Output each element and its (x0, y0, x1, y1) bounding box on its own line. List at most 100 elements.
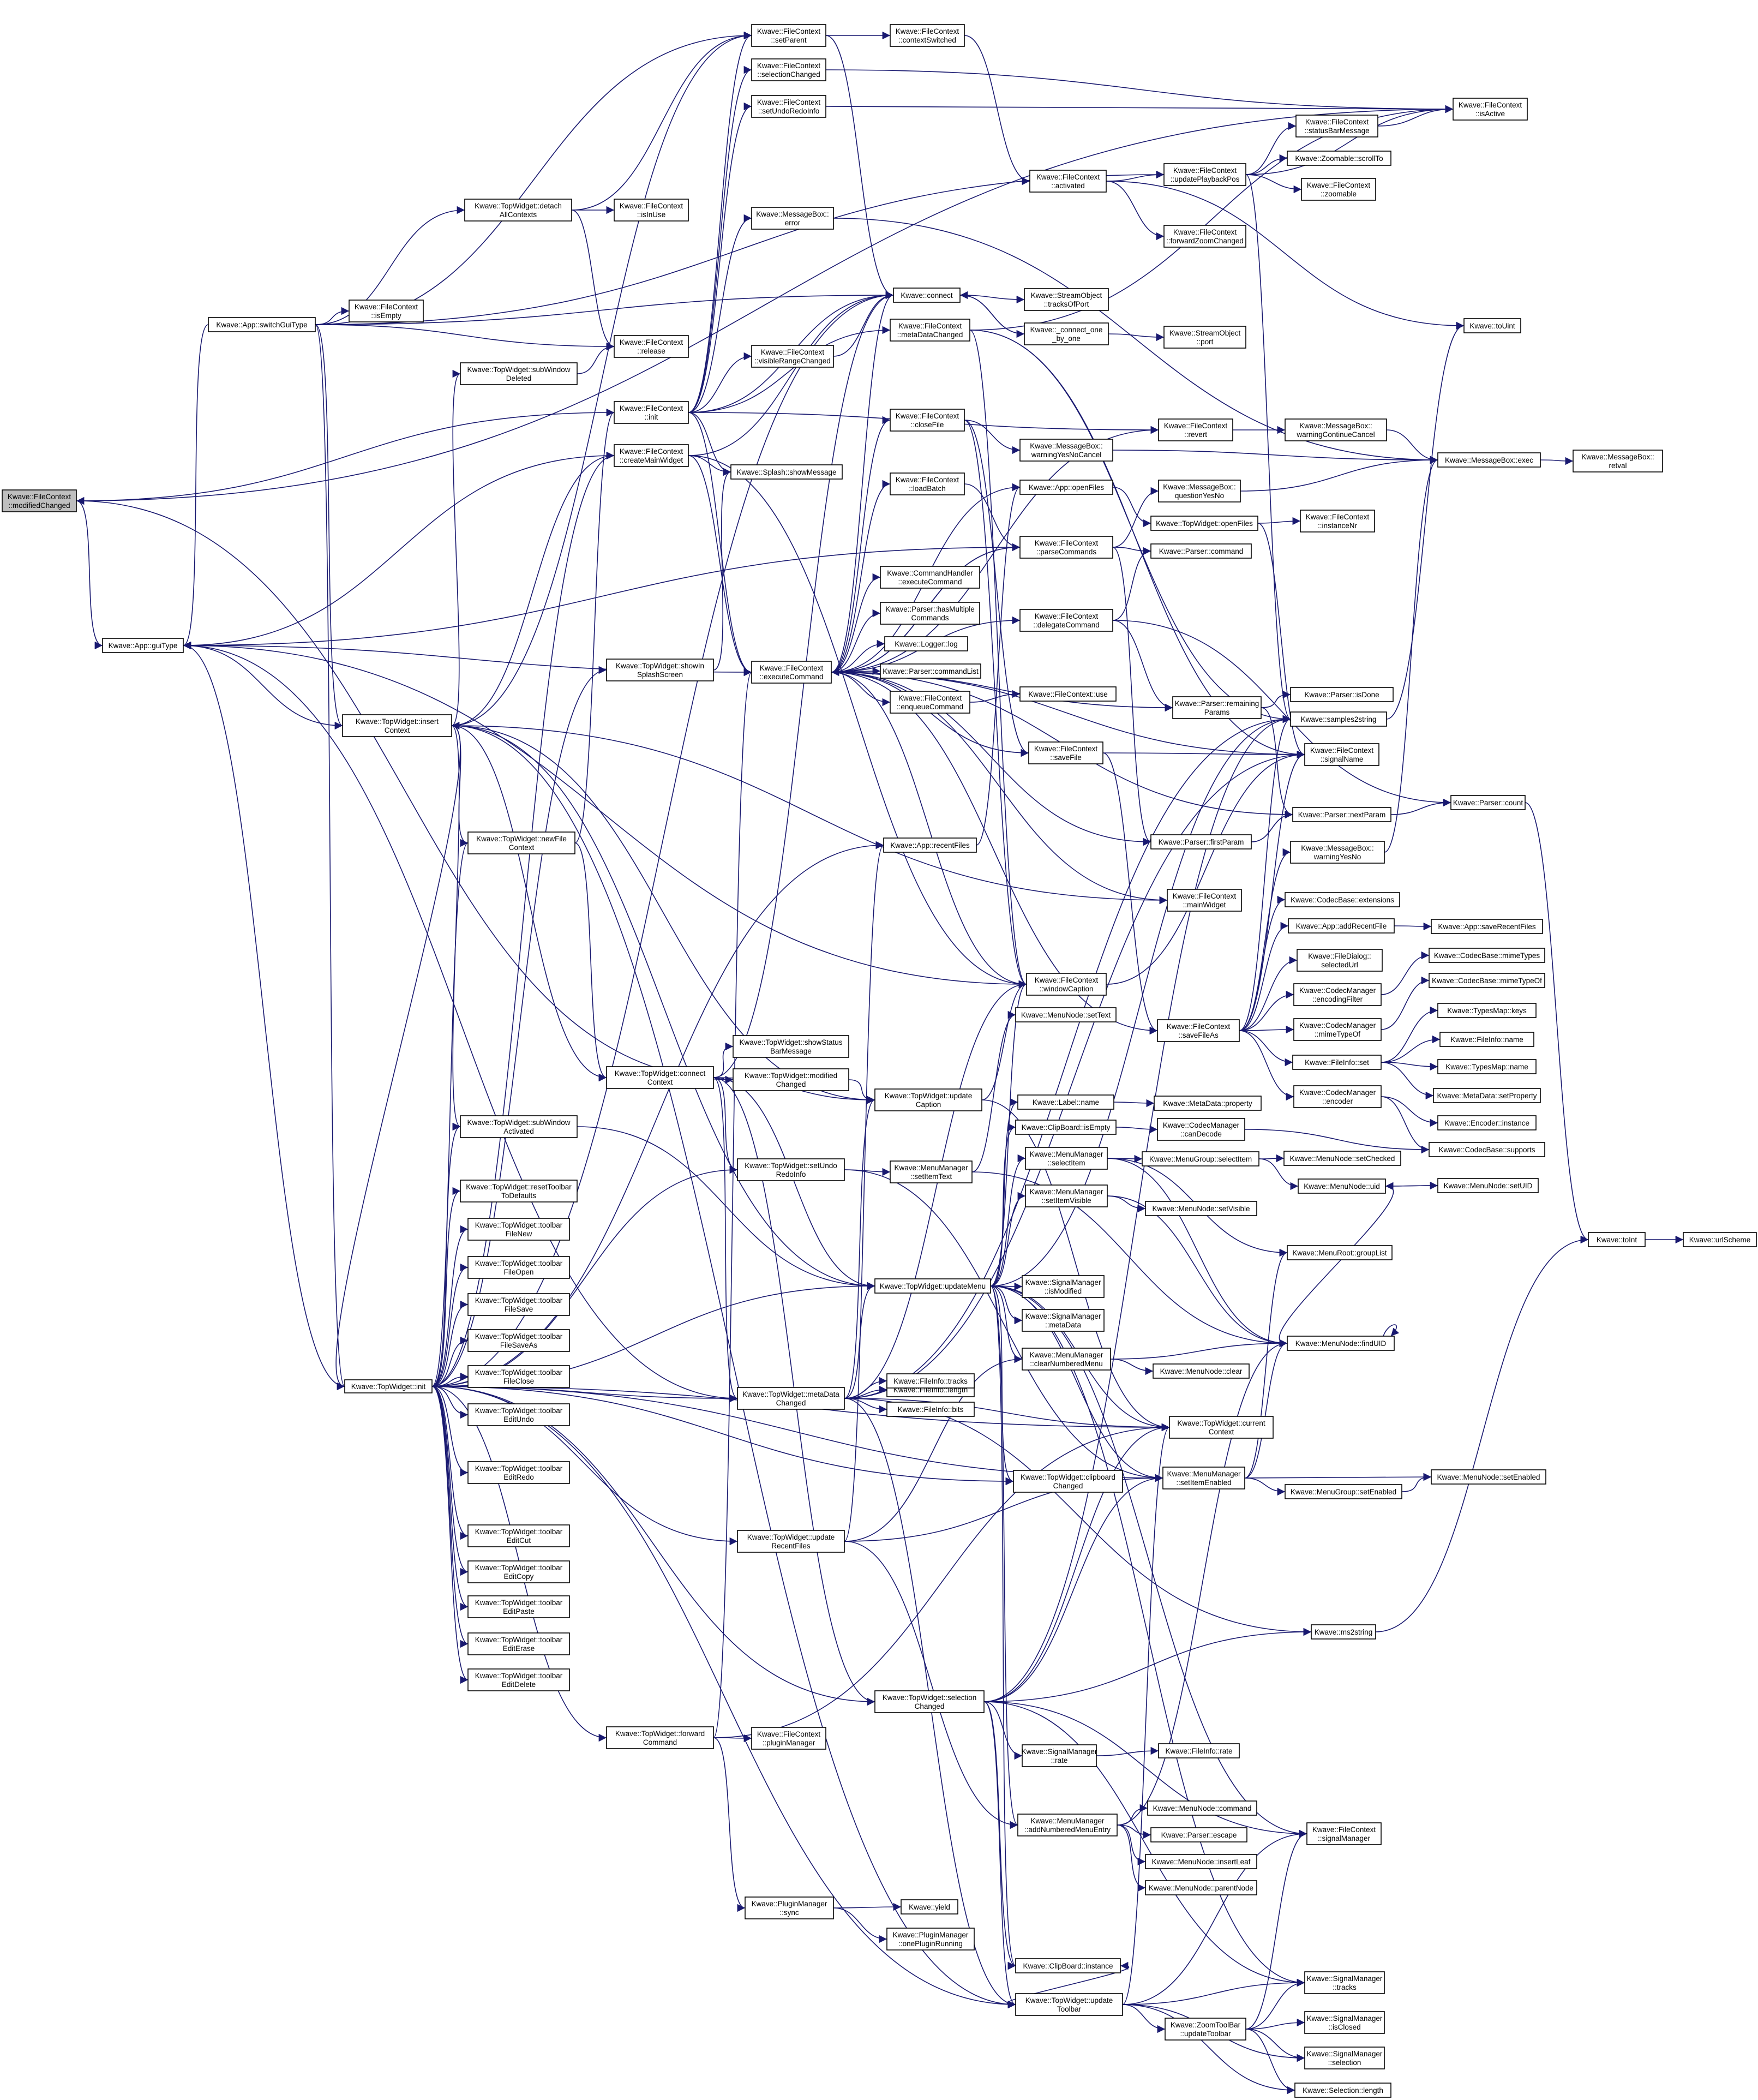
node-so-tracks-of-port[interactable]: Kwave::StreamObject::tracksOfPort (1024, 288, 1109, 311)
node-menunode-clear[interactable]: Kwave::MenuNode::clear (1153, 1363, 1250, 1379)
node-parser-command[interactable]: Kwave::Parser::command (1150, 543, 1252, 559)
node-menunode-set-checked[interactable]: Kwave::MenuNode::setChecked (1283, 1151, 1401, 1166)
node-tw-modified-changed[interactable]: Kwave::TopWidget::modifiedChanged (733, 1068, 849, 1091)
node-fc-modified-changed[interactable]: Kwave::FileContext::modifiedChanged (2, 489, 77, 512)
node-menunode-set-visible[interactable]: Kwave::MenuNode::setVisible (1145, 1201, 1257, 1216)
node-tw-selection-changed[interactable]: Kwave::TopWidget::selectionChanged (874, 1690, 985, 1713)
node-fc-save-file-as[interactable]: Kwave::FileContext::saveFileAs (1157, 1019, 1240, 1042)
node-fc-activated[interactable]: Kwave::FileContext::activated (1029, 170, 1107, 193)
node-ms2string[interactable]: Kwave::ms2string (1311, 1624, 1376, 1640)
node-splash-show-message[interactable]: Kwave::Splash::showMessage (730, 464, 843, 480)
node-menunode-set-text[interactable]: Kwave::MenuNode::setText (1015, 1007, 1117, 1022)
node-parser-is-done[interactable]: Kwave::Parser::isDone (1290, 687, 1394, 702)
node-parser-escape[interactable]: Kwave::Parser::escape (1150, 1827, 1247, 1842)
node-mm-set-item-text[interactable]: Kwave::MenuManager::setItemText (890, 1160, 973, 1183)
node-fc-use[interactable]: Kwave::FileContext::use (1019, 686, 1117, 702)
node-mm-set-item-enabled[interactable]: Kwave::MenuManager::setItemEnabled (1162, 1467, 1245, 1489)
node-pm-sync[interactable]: Kwave::PluginManager::sync (745, 1896, 834, 1919)
node-app-recent-files[interactable]: Kwave::App::recentFiles (883, 837, 977, 853)
node-tw-init[interactable]: Kwave::TopWidget::init (344, 1379, 433, 1393)
node-ch-execute-command[interactable]: Kwave::CommandHandler::executeCommand (880, 566, 980, 589)
node-yield[interactable]: Kwave::yield (901, 1899, 958, 1914)
node-menunode-insert-leaf[interactable]: Kwave::MenuNode::insertLeaf (1145, 1854, 1257, 1869)
node-parser-command-list[interactable]: Kwave::Parser::commandList (880, 663, 981, 679)
node-fc-set-parent[interactable]: Kwave::FileContext::setParent (751, 24, 826, 47)
node-tw-meta-data-changed[interactable]: Kwave::TopWidget::metaDataChanged (737, 1387, 845, 1410)
node-metadata-property[interactable]: Kwave::MetaData::property (1154, 1096, 1262, 1111)
node-metadata-set-property[interactable]: Kwave::MetaData::setProperty (1433, 1088, 1541, 1103)
node-tw-update-toolbar[interactable]: Kwave::TopWidget::updateToolbar (1015, 1993, 1123, 2016)
node-fc-init[interactable]: Kwave::FileContext::init (614, 401, 689, 424)
node-fi-bits[interactable]: Kwave::FileInfo::bits (886, 1402, 975, 1417)
node-url-scheme[interactable]: Kwave::urlScheme (1683, 1232, 1757, 1247)
node-samples2string[interactable]: Kwave::samples2string (1290, 711, 1387, 727)
node-filedialog-selected-url[interactable]: Kwave::FileDialog::selectedUrl (1297, 949, 1383, 972)
node-app-switch-gui-type[interactable]: Kwave::App::switchGuiType (208, 317, 316, 332)
node-typesmap-keys[interactable]: Kwave::TypesMap::keys (1437, 1003, 1537, 1018)
node-fc-plugin-manager[interactable]: Kwave::FileContext::pluginManager (751, 1727, 826, 1750)
node-fc-is-empty[interactable]: Kwave::FileContext::isEmpty (349, 300, 424, 322)
node-codec-extensions[interactable]: Kwave::CodecBase::extensions (1285, 892, 1400, 907)
node-tw-set-undo-redo-info[interactable]: Kwave::TopWidget::setUndoRedoInfo (737, 1158, 845, 1181)
node-menunode-find-uid[interactable]: Kwave::MenuNode::findUID (1287, 1336, 1395, 1351)
node-pm-one-plugin-running[interactable]: Kwave::PluginManager::onePluginRunning (886, 1928, 975, 1951)
node-fc-enqueue-command[interactable]: Kwave::FileContext::enqueueCommand (890, 691, 970, 714)
node-fc-context-switched[interactable]: Kwave::FileContext::contextSwitched (890, 24, 965, 47)
node-mm-select-item[interactable]: Kwave::MenuManager::selectItem (1025, 1147, 1108, 1170)
node-tw-update-menu[interactable]: Kwave::TopWidget::updateMenu (874, 1278, 991, 1294)
node-cm-can-decode[interactable]: Kwave::CodecManager::canDecode (1157, 1118, 1245, 1141)
node-codec-supports[interactable]: Kwave::CodecBase::supports (1429, 1142, 1545, 1157)
node-codec-mime-type-of[interactable]: Kwave::CodecBase::mimeTypeOf (1429, 973, 1545, 988)
node-fc-signal-manager[interactable]: Kwave::FileContext::signalManager (1306, 1822, 1382, 1845)
node-fc-instance-nr[interactable]: Kwave::FileContext::instanceNr (1300, 510, 1375, 533)
node-fc-revert[interactable]: Kwave::FileContext::revert (1158, 418, 1233, 441)
node-connect-one-by-one[interactable]: Kwave::_connect_one_by_one (1024, 322, 1109, 345)
node-mb-warning-yes-no-cancel[interactable]: Kwave::MessageBox::warningYesNoCancel (1019, 439, 1113, 462)
node-zoomable-scroll-to[interactable]: Kwave::Zoomable::scrollTo (1287, 151, 1391, 166)
node-tw-open-files[interactable]: Kwave::TopWidget::openFiles (1150, 516, 1258, 531)
node-mb-question-yes-no[interactable]: Kwave::MessageBox::questionYesNo (1158, 480, 1241, 502)
node-connect[interactable]: Kwave::connect (893, 288, 961, 303)
node-parser-next-param[interactable]: Kwave::Parser::nextParam (1292, 807, 1391, 822)
node-fc-close-file[interactable]: Kwave::FileContext::closeFile (890, 409, 965, 432)
node-fi-tracks[interactable]: Kwave::FileInfo::tracks (886, 1373, 975, 1389)
node-mm-set-item-visible[interactable]: Kwave::MenuManager::setItemVisible (1025, 1184, 1108, 1207)
node-menunode-command[interactable]: Kwave::MenuNode::command (1147, 1800, 1257, 1816)
node-clipboard-instance[interactable]: Kwave::ClipBoard::instance (1015, 1958, 1121, 1973)
node-zt-update-toolbar[interactable]: Kwave::ZoomToolBar::updateToolbar (1165, 2018, 1246, 2041)
node-fc-delegate-command[interactable]: Kwave::FileContext::delegateCommand (1019, 609, 1113, 632)
node-mb-warning-continue-cancel[interactable]: Kwave::MessageBox::warningContinueCancel (1285, 418, 1387, 441)
node-fc-is-in-use[interactable]: Kwave::FileContext::isInUse (614, 199, 689, 222)
node-fc-meta-data-changed[interactable]: Kwave::FileContext::metaDataChanged (890, 319, 970, 342)
node-parser-first-param[interactable]: Kwave::Parser::firstParam (1150, 834, 1252, 849)
node-to-int[interactable]: Kwave::toInt (1588, 1232, 1646, 1247)
node-menunode-set-enabled[interactable]: Kwave::MenuNode::setEnabled (1431, 1469, 1546, 1485)
node-fc-status-bar-message[interactable]: Kwave::FileContext::statusBarMessage (1295, 115, 1378, 137)
node-fc-load-batch[interactable]: Kwave::FileContext::loadBatch (890, 472, 965, 495)
node-sigm-is-modified[interactable]: Kwave::SignalManager::isModified (1022, 1275, 1105, 1298)
node-app-add-recent-file[interactable]: Kwave::App::addRecentFile (1288, 918, 1395, 934)
node-so-port[interactable]: Kwave::StreamObject::port (1163, 326, 1246, 349)
node-typesmap-name[interactable]: Kwave::TypesMap::name (1437, 1059, 1537, 1074)
node-mg-select-item[interactable]: Kwave::MenuGroup::selectItem (1142, 1151, 1259, 1166)
node-fc-execute-command[interactable]: Kwave::FileContext::executeCommand (751, 661, 832, 684)
node-logger-log[interactable]: Kwave::Logger::log (884, 636, 968, 651)
node-cm-encoding-filter[interactable]: Kwave::CodecManager::encodingFilter (1293, 983, 1382, 1006)
node-fileinfo-set[interactable]: Kwave::FileInfo::set (1292, 1055, 1382, 1070)
node-fc-save-file[interactable]: Kwave::FileContext::saveFile (1028, 741, 1103, 764)
node-fc-visible-range-changed[interactable]: Kwave::FileContext::visibleRangeChanged (751, 345, 834, 368)
node-app-open-files[interactable]: Kwave::App::openFiles (1019, 480, 1113, 495)
